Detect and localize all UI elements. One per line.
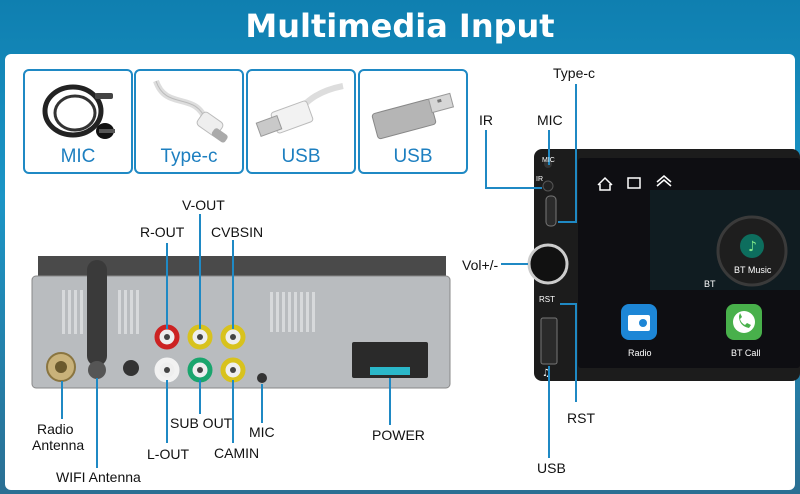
label-rst: RST	[567, 410, 595, 426]
bezel-rst-mark: RST	[539, 295, 555, 304]
card-usb: USB	[246, 69, 356, 174]
rear-top-plate	[38, 256, 446, 278]
label-wifi-antenna: WIFI Antenna	[56, 469, 141, 485]
card-mic: MIC	[23, 69, 133, 174]
svg-text:♫: ♫	[542, 368, 551, 379]
label-mic-front: MIC	[537, 112, 563, 128]
bt-label: BT	[704, 279, 716, 289]
wifi-antenna	[87, 260, 107, 366]
label-vol: Vol+/-	[462, 257, 499, 273]
type-c-port	[545, 195, 557, 227]
bezel-ir-mark: IR	[536, 176, 543, 183]
bezel-mic-mark: MIC	[542, 157, 555, 164]
screen-top-icons	[597, 175, 672, 191]
ir-sensor	[542, 180, 554, 192]
card-label: MIC	[60, 146, 96, 167]
card-label: USB	[393, 146, 433, 167]
leader-lines-front	[485, 84, 577, 458]
microphone-cable-icon	[42, 84, 115, 139]
label-power: POWER	[372, 427, 425, 443]
card-label: USB	[281, 146, 321, 167]
label-mic-rear: MIC	[249, 424, 275, 440]
volume-knob	[527, 243, 569, 285]
card-label: Type-c	[160, 146, 218, 167]
wifi-antenna-base	[88, 361, 106, 379]
leader-lines-rear	[61, 214, 391, 468]
svg-text:♪: ♪	[748, 239, 757, 255]
fuse	[370, 367, 410, 375]
usb-flash-drive-icon	[371, 92, 455, 140]
label-antenna: Antenna	[32, 437, 85, 453]
label-sub-out: SUB OUT	[170, 415, 233, 431]
label-usb-front: USB	[537, 460, 566, 476]
page-title: Multimedia Input	[245, 7, 555, 45]
card-usb-drive: USB	[358, 69, 468, 174]
label-v-out: V-OUT	[182, 197, 225, 213]
bt-music-label: BT Music	[734, 265, 772, 275]
black-knob	[123, 360, 139, 376]
label-cvbsin: CVBSIN	[211, 224, 264, 240]
label-l-out: L-OUT	[147, 446, 189, 462]
mic-jack	[257, 373, 267, 383]
label-ir: IR	[479, 112, 493, 128]
type-c-cable-icon	[153, 79, 228, 143]
usb-cable-icon	[255, 83, 344, 137]
card-type-c: Type-c	[134, 69, 244, 174]
vent-slots	[62, 290, 315, 334]
label-radio: Radio	[37, 421, 74, 437]
usb-port	[540, 317, 558, 365]
label-type-c: Type-c	[553, 65, 596, 81]
radio-label: Radio	[628, 348, 652, 358]
label-r-out: R-OUT	[140, 224, 185, 240]
bt-call-label: BT Call	[731, 348, 761, 358]
label-camin: CAMIN	[214, 445, 260, 461]
